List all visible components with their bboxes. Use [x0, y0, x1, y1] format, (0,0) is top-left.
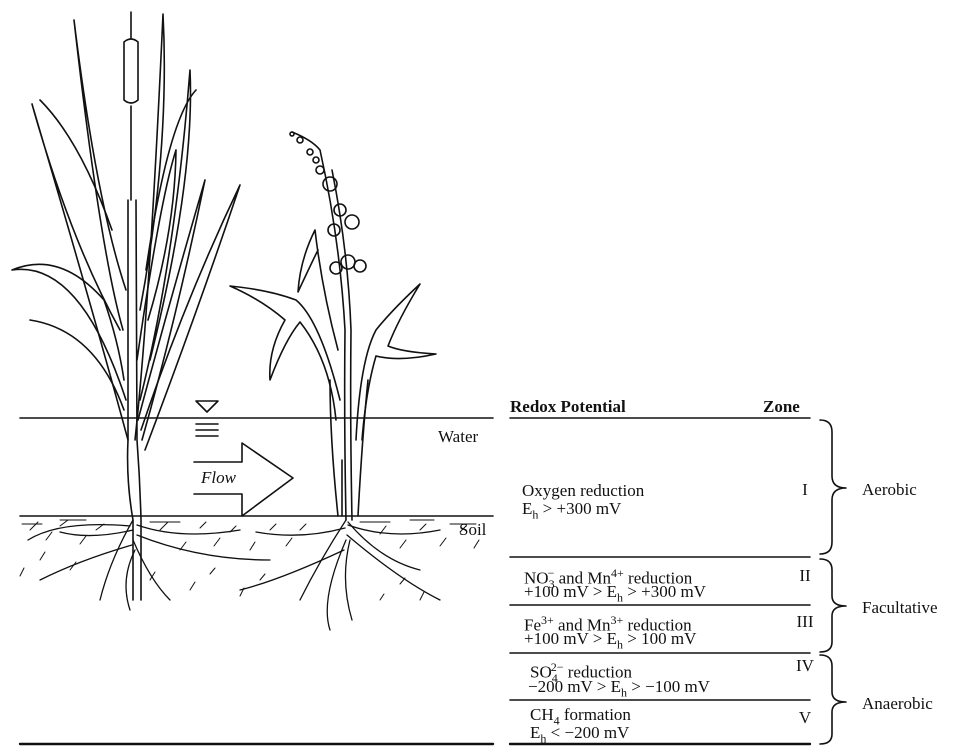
header-redox-potential: Redox Potential — [510, 398, 626, 416]
zone-i: I — [785, 480, 825, 500]
zone-v: V — [785, 708, 825, 728]
zone-ii: II — [785, 566, 825, 586]
zone-iv: IV — [785, 656, 825, 676]
group-anaerobic: Anaerobic — [862, 694, 933, 714]
soil-label: Soil — [459, 521, 486, 539]
flow-label: Flow — [201, 469, 236, 487]
row-1-line1: Oxygen reduction — [522, 482, 644, 500]
row-4-line2: −200 mV > Eh > −100 mV — [528, 678, 710, 701]
group-aerobic: Aerobic — [862, 480, 917, 500]
row-3-line2: +100 mV > Eh > 100 mV — [524, 630, 696, 653]
cattail-plant-icon — [12, 12, 240, 600]
roots-icon — [28, 520, 440, 630]
group-facultative: Facultative — [862, 598, 938, 618]
header-zone: Zone — [763, 398, 800, 416]
water-label: Water — [438, 428, 478, 446]
row-5-line2: Eh < −200 mV — [530, 724, 629, 747]
row-1-line2: Eh > +300 mV — [522, 500, 621, 523]
row-2-line2: +100 mV > Eh > +300 mV — [524, 583, 706, 606]
zone-iii: III — [785, 612, 825, 632]
arrowhead-plant-icon — [230, 132, 436, 520]
